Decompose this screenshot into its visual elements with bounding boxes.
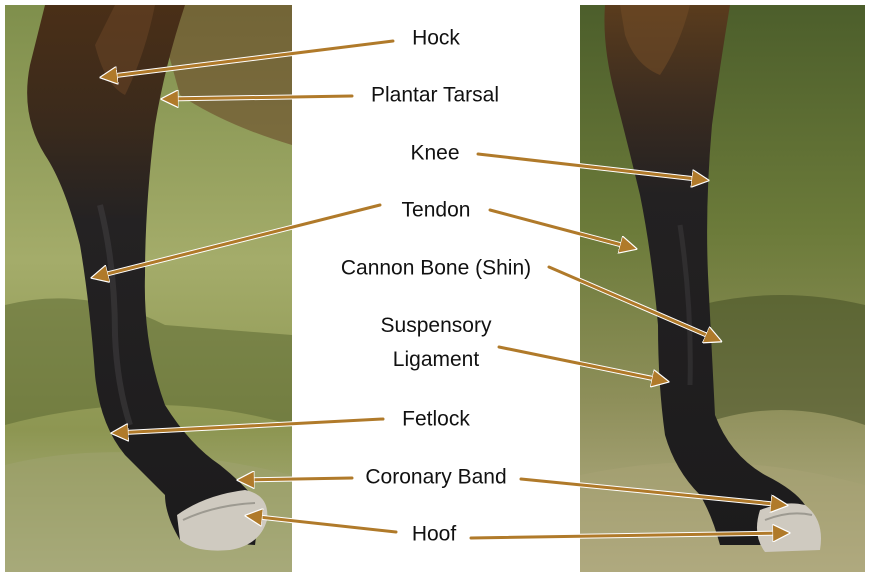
label-plantar-tarsal: Plantar Tarsal	[371, 85, 499, 106]
arrow-suspensory-ligament	[499, 347, 665, 381]
arrow-hock	[104, 41, 393, 77]
label-tendon: Tendon	[402, 200, 471, 221]
label-cannon-bone: Cannon Bone (Shin)	[341, 258, 531, 279]
label-suspensory-line2: Ligament	[366, 343, 506, 377]
label-coronary-band: Coronary Band	[365, 467, 506, 488]
arrow-coronary-band-left	[241, 478, 352, 480]
label-hoof: Hoof	[412, 524, 456, 545]
arrow-tendon-right	[490, 210, 633, 248]
arrow-hoof-left	[249, 516, 396, 532]
label-knee: Knee	[410, 143, 459, 164]
arrow-cannon-bone	[549, 267, 718, 340]
arrow-tendon-left	[95, 205, 380, 277]
label-suspensory-ligament: Suspensory Ligament	[366, 309, 506, 377]
label-suspensory-line1: Suspensory	[366, 309, 506, 343]
arrow-coronary-band-right	[521, 479, 784, 505]
arrow-fetlock	[115, 419, 383, 433]
label-fetlock: Fetlock	[402, 409, 470, 430]
label-hock: Hock	[412, 28, 460, 49]
arrow-knee	[478, 154, 705, 180]
